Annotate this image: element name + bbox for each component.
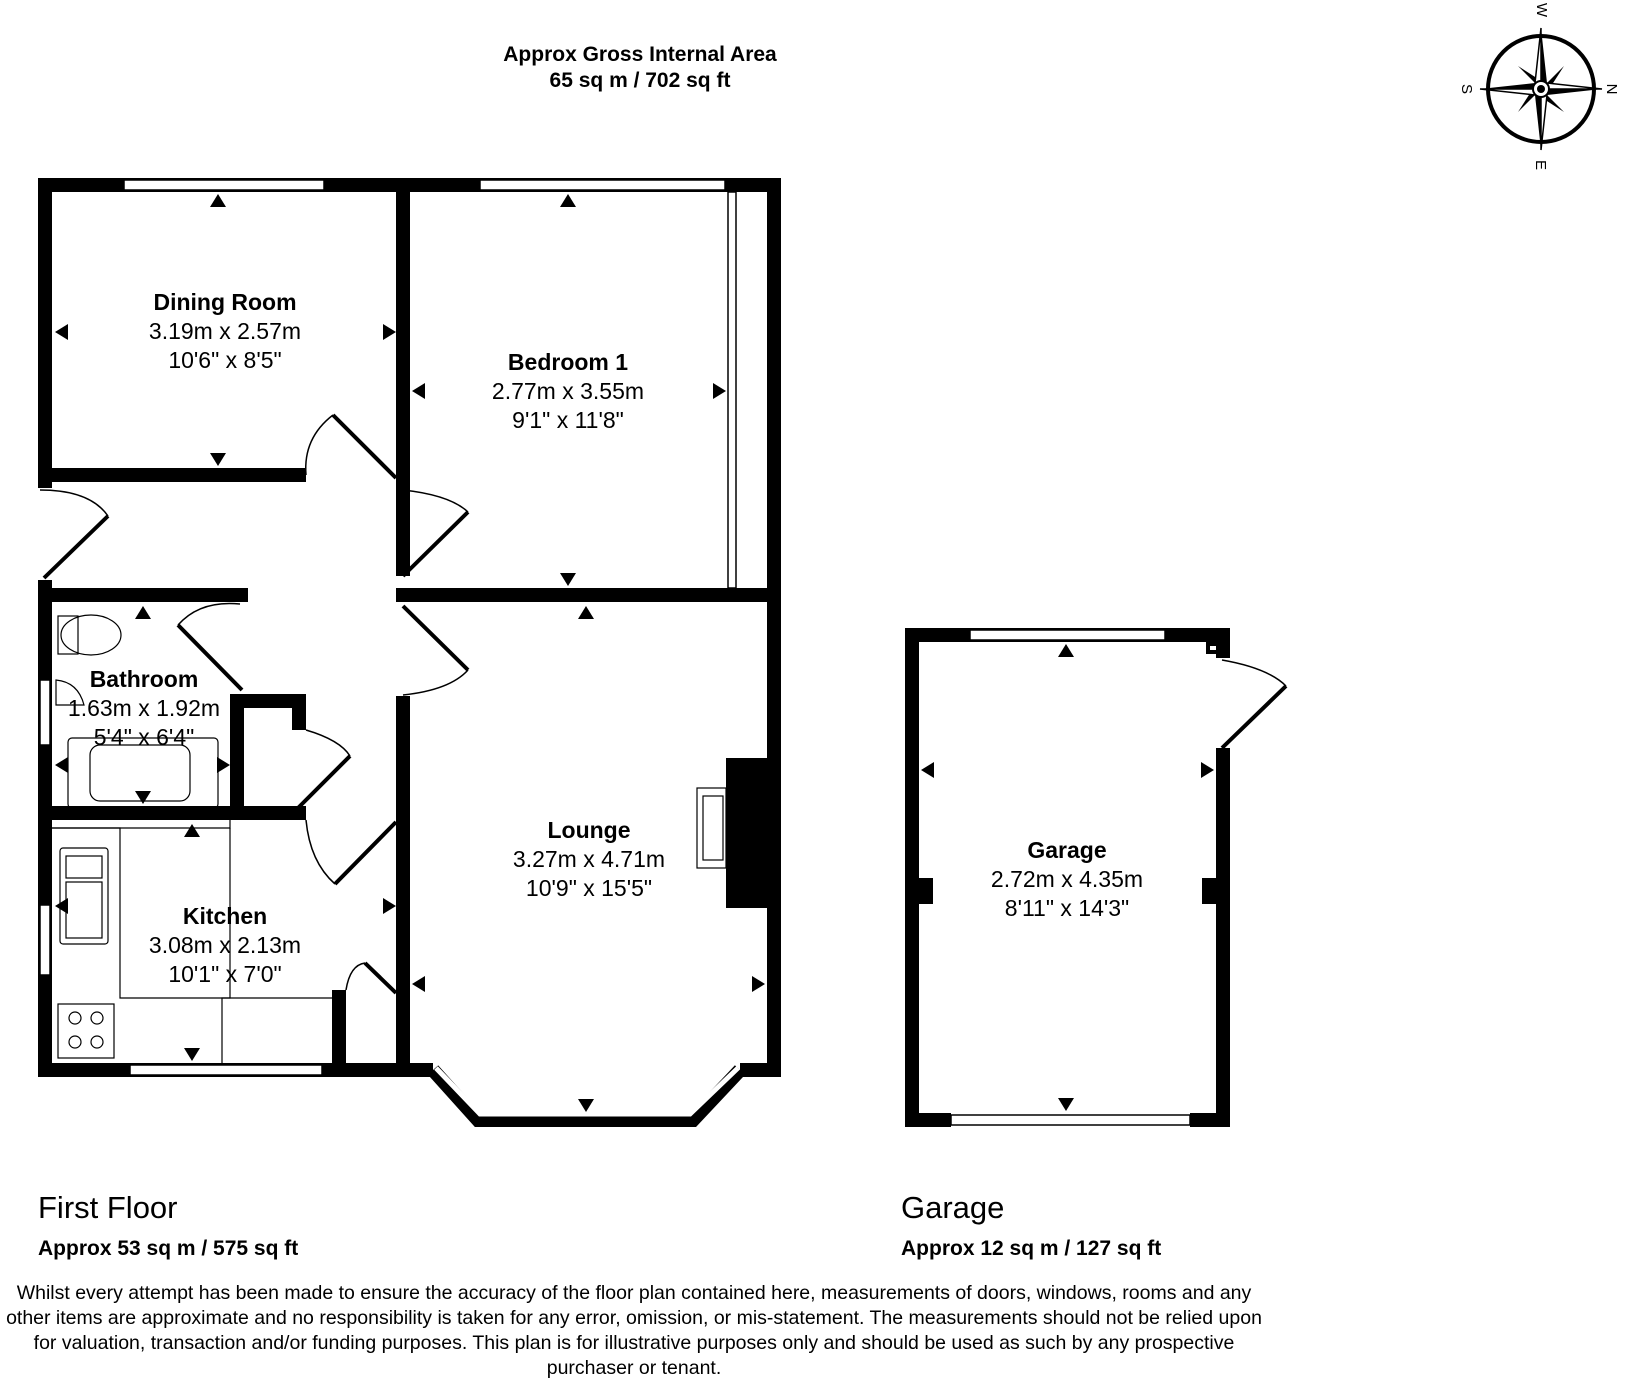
floor-plan [38, 178, 1288, 1127]
doors [39, 413, 1288, 995]
floor-name-first: First Floor [38, 1190, 178, 1225]
walls [38, 178, 1230, 1127]
floor-name-garage: Garage [901, 1190, 1005, 1225]
compass-e: E [1532, 160, 1549, 170]
disclaimer: Whilst every attempt has been made to en… [6, 1282, 1262, 1379]
compass-n: N [1603, 84, 1620, 95]
room-name: Kitchen [182, 903, 268, 929]
floor-area-first: Approx 53 sq m / 575 sq ft [38, 1237, 299, 1260]
floor-area-garage: Approx 12 sq m / 127 sq ft [901, 1237, 1162, 1260]
room-name: Lounge [547, 817, 631, 843]
room-metric: 2.77m x 3.55m [491, 378, 645, 404]
room-bedroom-1: Bedroom 1 2.77m x 3.55m 9'1" x 11'8" [438, 348, 698, 435]
room-imperial: 10'6" x 8'5" [168, 347, 282, 373]
gross-area-title: Approx Gross Internal Area [503, 43, 777, 66]
room-lounge: Lounge 3.27m x 4.71m 10'9" x 15'5" [459, 816, 719, 903]
compass-s: S [1458, 84, 1475, 94]
bay-window [427, 1065, 746, 1127]
room-garage: Garage 2.72m x 4.35m 8'11" x 14'3" [937, 836, 1197, 923]
room-name: Garage [1027, 837, 1107, 863]
room-name: Bedroom 1 [507, 349, 629, 375]
room-metric: 2.72m x 4.35m [990, 866, 1144, 892]
room-name: Dining Room [153, 289, 297, 315]
room-metric: 3.08m x 2.13m [148, 932, 302, 958]
room-kitchen: Kitchen 3.08m x 2.13m 10'1" x 7'0" [95, 902, 355, 989]
room-metric: 3.19m x 2.57m [148, 318, 302, 344]
compass-w: W [1533, 3, 1550, 18]
room-metric: 3.27m x 4.71m [512, 846, 666, 872]
room-imperial: 10'9" x 15'5" [525, 875, 653, 901]
room-imperial: 5'4" x 6'4" [93, 724, 195, 750]
room-name: Bathroom [89, 666, 199, 692]
room-metric: 1.63m x 1.92m [67, 695, 221, 721]
gross-area: Approx Gross Internal Area 65 sq m / 702… [0, 42, 1280, 94]
room-imperial: 10'1" x 7'0" [168, 961, 282, 987]
windows [39, 179, 1191, 1126]
room-bathroom: Bathroom 1.63m x 1.92m 5'4" x 6'4" [14, 665, 274, 752]
room-imperial: 8'11" x 14'3" [1004, 895, 1130, 921]
room-dining: Dining Room 3.19m x 2.57m 10'6" x 8'5" [95, 288, 355, 375]
dimension-arrows [55, 194, 1214, 1112]
room-imperial: 9'1" x 11'8" [512, 407, 624, 433]
gross-area-value: 65 sq m / 702 sq ft [549, 69, 731, 92]
compass-rose-icon: W N E S [1458, 3, 1620, 170]
